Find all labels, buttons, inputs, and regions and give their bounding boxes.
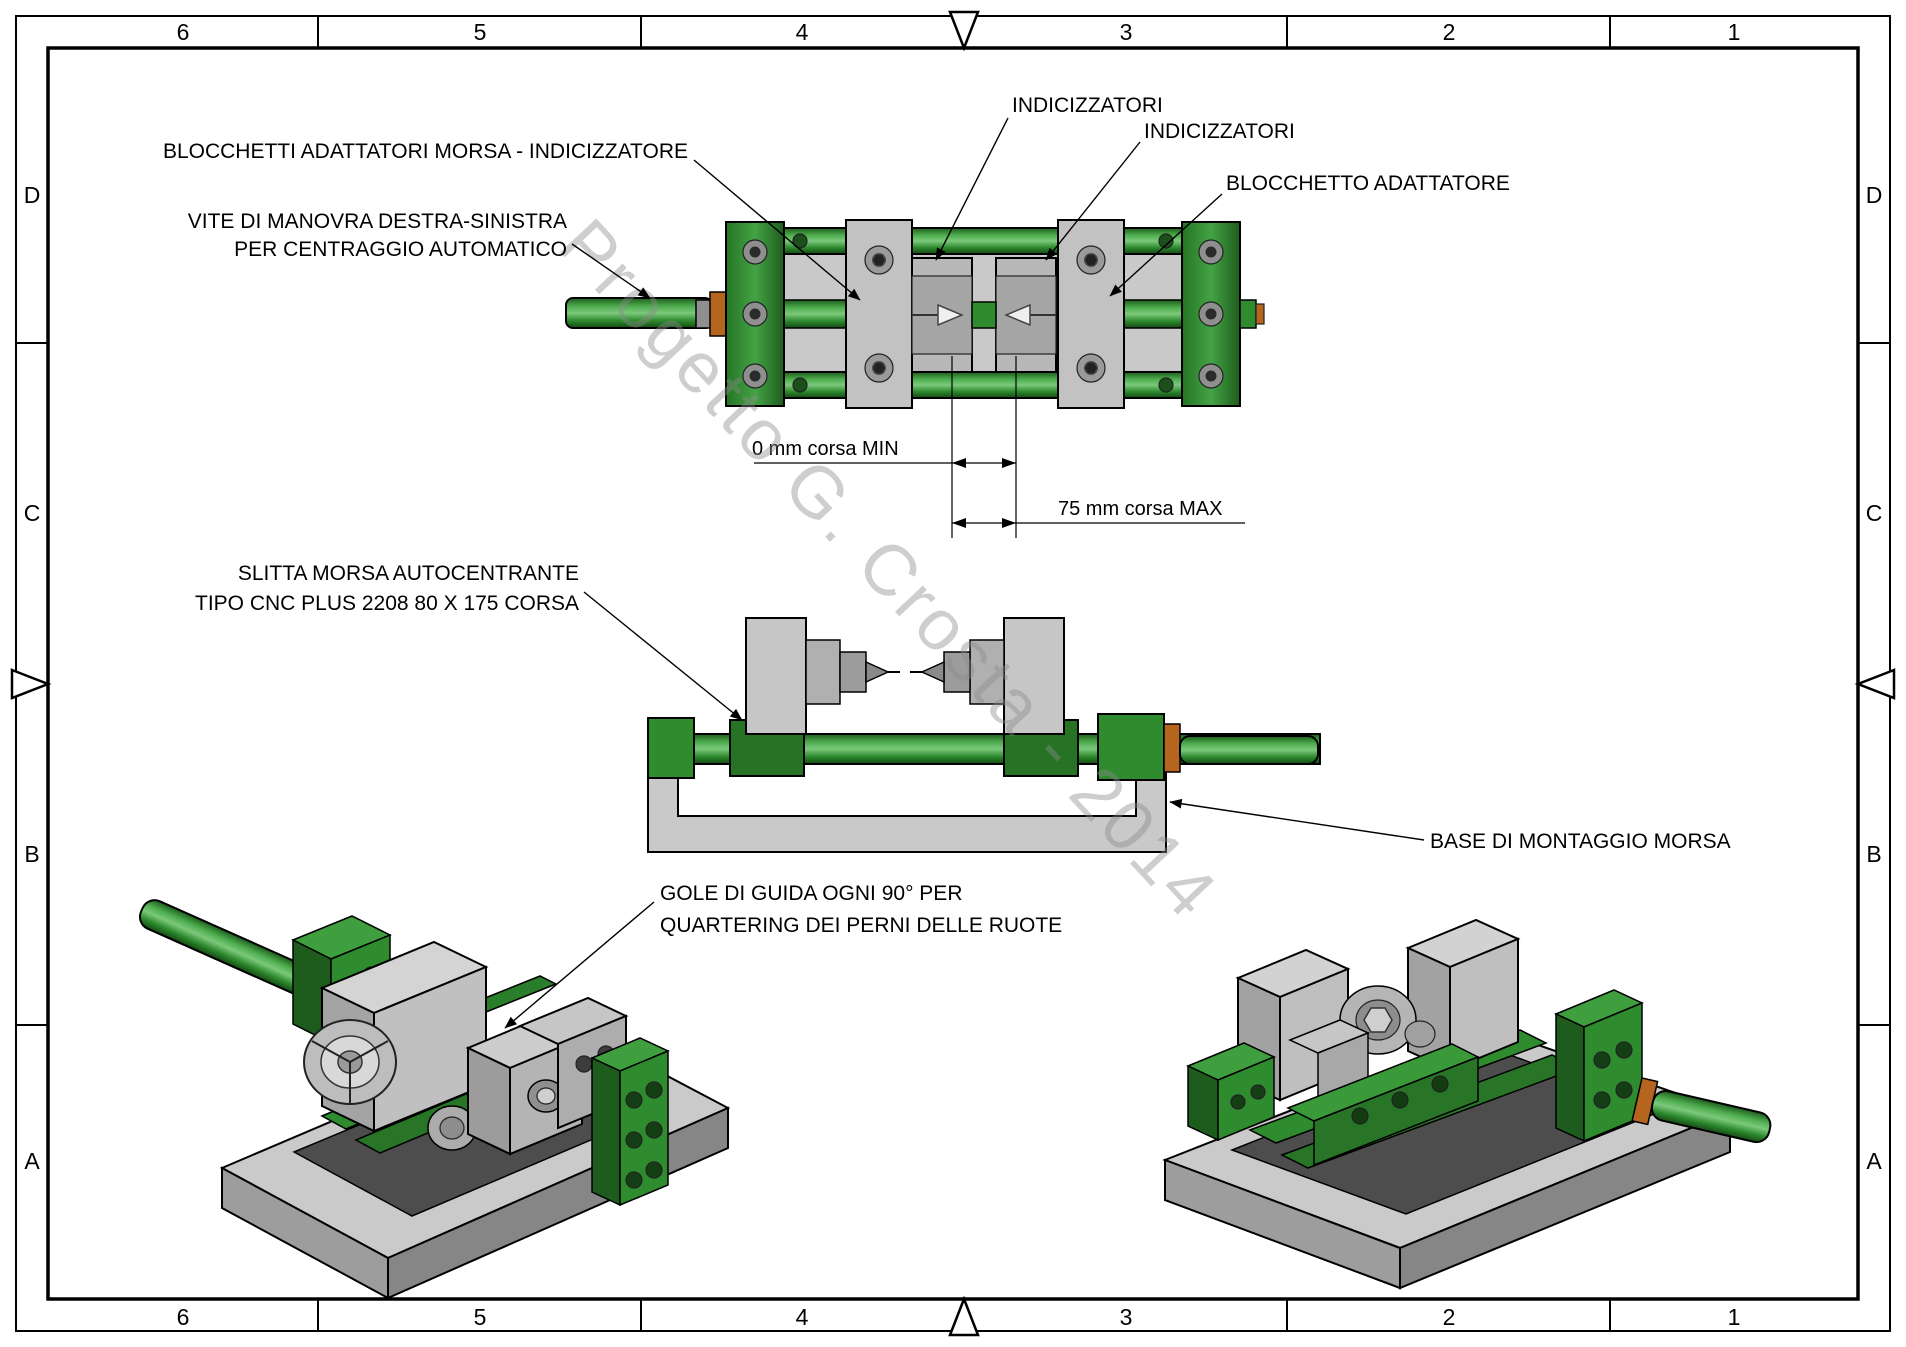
adapter-block-screws: [864, 245, 1106, 383]
view-front: [647, 617, 1321, 853]
rail-end-screws: [792, 233, 1174, 393]
col-label-top: 5: [474, 19, 487, 45]
jaw-tower-right: [1003, 617, 1065, 735]
screw-segment-left: [783, 299, 849, 329]
iso-left-collet: [303, 1019, 397, 1105]
iso-right-end-plate: [1554, 989, 1644, 1143]
dimensions: 0 mm corsa MIN 75 mm corsa MAX: [752, 356, 1245, 538]
end-mount-right: [1097, 713, 1165, 781]
row-label-left: D: [24, 182, 41, 208]
end-plate-screws: [742, 239, 1224, 389]
callout-vite-manovra-line2: PER CENTRAGGIO AUTOMATICO: [234, 238, 567, 261]
callout-blocchetto-adattatore: BLOCCHETTO ADATTATORE: [1226, 172, 1510, 195]
col-label-top: 6: [177, 19, 190, 45]
iso-right-front-bar: [1286, 1043, 1480, 1167]
callout-indicizzatori-left: INDICIZZATORI: [1012, 94, 1163, 117]
row-label-right: A: [1866, 1148, 1882, 1174]
jaw-tower-left: [745, 617, 807, 735]
leader-blocchetti: [693, 159, 861, 301]
col-label-bottom: 4: [796, 1304, 809, 1330]
col-label-bottom: 6: [177, 1304, 190, 1330]
center-mark-bottom: [948, 1295, 980, 1337]
end-mount-left: [647, 717, 695, 779]
indexer-pointers: [912, 303, 1056, 327]
iso-right-base-front: [1399, 1110, 1731, 1290]
iso-right-screw: [1631, 1077, 1772, 1144]
indexer-tip-left: [805, 639, 900, 705]
grid-labels: 6 5 4 3 2 1 6 5 4 3 2 1 D C B A D C B A: [24, 19, 1883, 1330]
iso-left-end-plate: [590, 1037, 670, 1207]
shaft-stub-collar: [1255, 303, 1265, 325]
row-label-left: C: [24, 500, 41, 526]
col-label-bottom: 3: [1120, 1304, 1133, 1330]
row-label-right: C: [1866, 500, 1883, 526]
callouts: INDICIZZATORI INDICIZZATORI BLOCCHETTI A…: [163, 94, 1731, 1029]
iso-right-left-block: [1186, 1042, 1276, 1142]
center-mark-left: [10, 668, 52, 700]
view-iso-right: [1162, 918, 1772, 1290]
leader-base-montaggio: [1169, 798, 1425, 841]
sheet-frame: [10, 10, 1896, 1337]
shaft-stub-right: [1239, 299, 1257, 329]
row-label-right: B: [1866, 841, 1881, 867]
center-mark-right: [1854, 668, 1896, 700]
col-label-bottom: 2: [1443, 1304, 1456, 1330]
col-label-bottom: 1: [1728, 1304, 1741, 1330]
leader-slitta: [583, 591, 743, 721]
leader-indicizzatori-right: [1045, 141, 1141, 261]
iso-right-tower-2: [1405, 918, 1521, 1072]
col-label-top: 2: [1443, 19, 1456, 45]
center-mark-top: [948, 10, 980, 52]
callout-slitta-line1: SLITTA MORSA AUTOCENTRANTE: [238, 562, 579, 585]
leader-indicizzatori-left: [935, 117, 1009, 261]
callout-slitta-line2: TIPO CNC PLUS 2208 80 X 175 CORSA: [195, 592, 579, 615]
frame-inner-border: [46, 46, 1860, 1301]
callout-base-montaggio: BASE DI MONTAGGIO MORSA: [1430, 830, 1731, 853]
center-coupling: [971, 301, 997, 329]
dim-text-corsa-max: 75 mm corsa MAX: [1058, 498, 1222, 520]
indexer-tip-right: [910, 639, 1005, 705]
collar-orange-front: [1163, 723, 1181, 773]
col-label-top: 4: [796, 19, 809, 45]
leader-vite-manovra: [571, 243, 651, 299]
frame-grid-ticks: [16, 16, 1890, 1331]
view-top-plan: [565, 219, 1265, 409]
col-label-top: 1: [1728, 19, 1741, 45]
callout-blocchetti-adattatori: BLOCCHETTI ADATTATORI MORSA - INDICIZZAT…: [163, 140, 688, 163]
callout-indicizzatori-right: INDICIZZATORI: [1144, 120, 1295, 143]
callout-gole-line1: GOLE DI GUIDA OGNI 90° PER: [660, 882, 962, 905]
screw-segment-right: [1121, 299, 1185, 329]
row-label-left: B: [24, 841, 39, 867]
screw-handle-shaft: [1179, 735, 1319, 765]
col-label-top: 3: [1120, 19, 1133, 45]
leader-blocchetto: [1109, 193, 1223, 297]
col-label-bottom: 5: [474, 1304, 487, 1330]
view-iso-left: [138, 899, 731, 1300]
callout-vite-manovra-line1: VITE DI MANOVRA DESTRA-SINISTRA: [188, 210, 567, 233]
row-label-right: D: [1866, 182, 1883, 208]
leader-gole: [504, 901, 655, 1029]
row-label-left: A: [24, 1148, 40, 1174]
callout-gole-line2: QUARTERING DEI PERNI DELLE RUOTE: [660, 914, 1062, 937]
dim-text-corsa-min: 0 mm corsa MIN: [752, 438, 899, 460]
